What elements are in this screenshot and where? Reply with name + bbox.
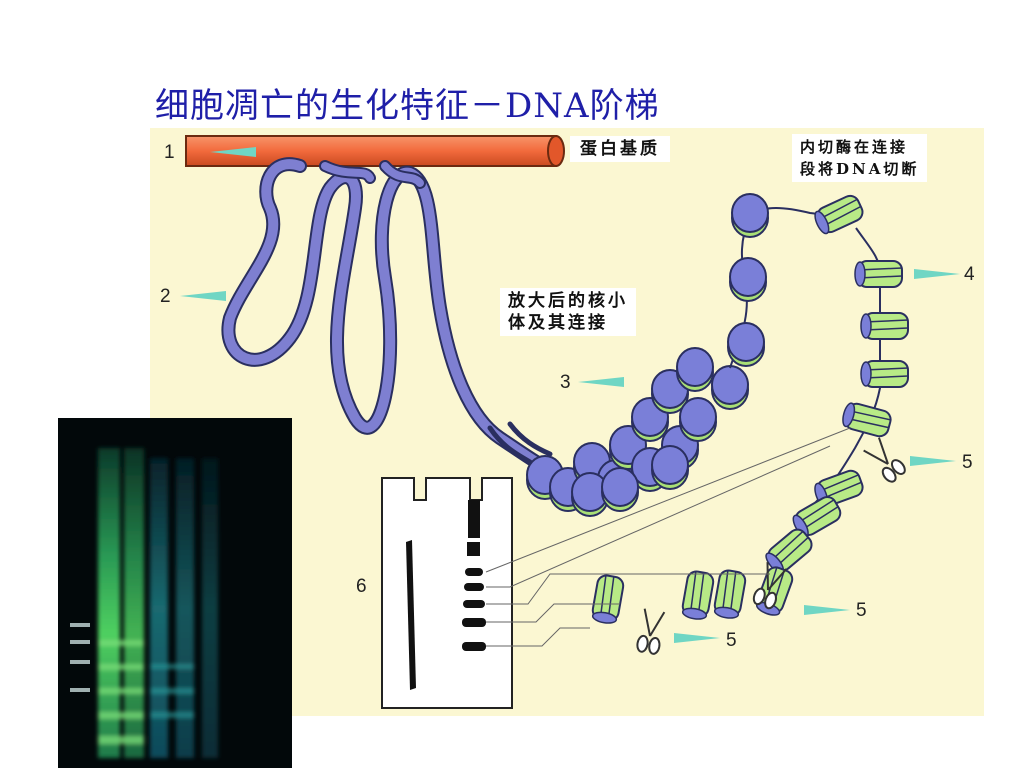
gel-schematic	[381, 477, 513, 709]
arrow-pointer-icon	[180, 291, 226, 301]
scissors-icon	[635, 607, 667, 656]
endonuclease-label-line2: 段将DNA切断	[800, 160, 920, 178]
arrow-pointer-icon	[910, 456, 956, 466]
dna-ladder-gel-photo	[58, 418, 292, 768]
endonuclease-label: 内切酶在连接 段将DNA切断	[792, 134, 928, 182]
dna-loops	[221, 157, 577, 485]
slide-title: 细胞凋亡的生化特征－DNA阶梯	[155, 86, 660, 126]
protein-matrix-label-text: 蛋白基质	[580, 139, 660, 159]
fragment-connector-lines	[485, 427, 851, 647]
arrow-pointer-icon	[804, 605, 850, 615]
label-number-5a: 5	[962, 452, 973, 473]
magnified-label-line2: 体及其连接	[508, 313, 608, 333]
magnified-nucleosome-label: 放大后的核小 体及其连接	[500, 288, 636, 336]
protein-matrix-label: 蛋白基质	[570, 136, 670, 162]
label-number-5c: 5	[726, 630, 737, 651]
arrow-pointer-icon	[674, 633, 720, 643]
scissors-icon	[861, 436, 909, 486]
endonuclease-label-line1: 内切酶在连接	[800, 138, 909, 156]
label-number-2: 2	[160, 286, 171, 307]
diagram-canvas	[180, 135, 960, 709]
fragmented-nucleosomes	[589, 467, 867, 626]
marker-lane	[70, 623, 90, 692]
label-number-5b: 5	[856, 600, 867, 621]
label-number-6: 6	[356, 576, 367, 597]
label-number-3: 3	[560, 372, 571, 393]
arrow-pointer-icon	[578, 377, 624, 387]
label-number-1: 1	[164, 142, 175, 163]
label-number-4: 4	[964, 264, 975, 285]
gel-photo-canvas	[70, 448, 218, 758]
magnified-label-line1: 放大后的核小	[508, 291, 628, 311]
arrow-pointer-icon	[914, 269, 960, 279]
nucleosome-chain	[727, 191, 867, 369]
